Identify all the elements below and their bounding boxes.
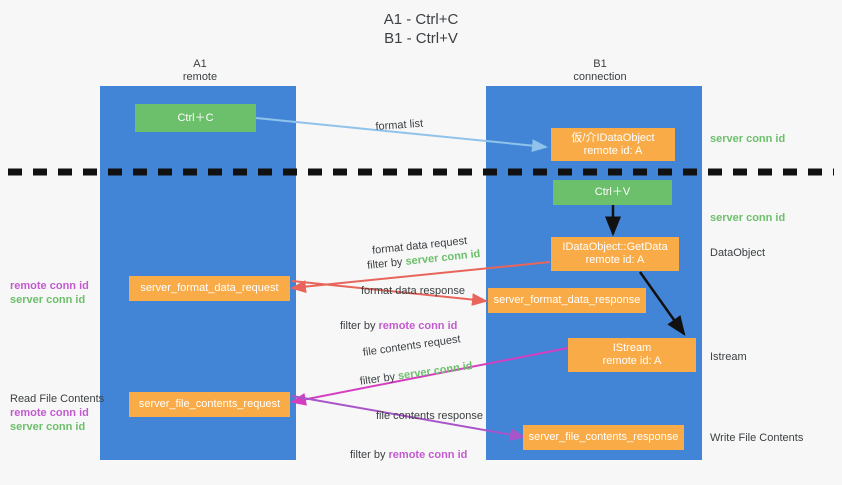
- box-server-file-contents-request[interactable]: server_file_contents_request: [129, 392, 290, 417]
- edge-label-format-list: format list: [375, 117, 424, 133]
- label-server-conn-id-second: server conn id: [710, 212, 786, 224]
- filter-value-remote-conn-id: remote conn id: [388, 449, 468, 461]
- label-server-conn-id: server conn id: [10, 294, 86, 306]
- filter-prefix: filter by: [340, 320, 379, 332]
- box-ctrl-c[interactable]: Ctrl＋C: [135, 104, 256, 132]
- edge-label-file-contents-response: file contents response: [376, 410, 484, 422]
- filter-prefix: filter by: [359, 370, 399, 388]
- box-istream[interactable]: IStream remote id: A: [568, 338, 696, 372]
- box-server-file-contents-response[interactable]: server_file_contents_response: [523, 425, 684, 450]
- label-server-conn-id-top: server conn id: [710, 133, 786, 145]
- lane-header-b1: B1 connection: [573, 58, 627, 83]
- filter-value-server-conn-id: server conn id: [404, 248, 481, 268]
- filter-prefix: filter by: [350, 449, 389, 461]
- label-istream: Istream: [710, 351, 747, 363]
- box-server-format-data-request[interactable]: server_format_data_request: [129, 276, 290, 301]
- label-read-file-contents-group: Read File Contents remote conn id server…: [10, 392, 104, 434]
- edge-label-file-contents-response-filter: filter by remote conn id: [350, 434, 467, 462]
- edge-label-format-data-response: format data response: [361, 285, 465, 297]
- edge-label-format-data-response-filter: filter by remote conn id: [340, 305, 457, 333]
- filter-value-server-conn-id: server conn id: [397, 360, 474, 383]
- lane-header-a1: A1 remote: [182, 58, 218, 83]
- box-server-format-data-response[interactable]: server_format_data_response: [488, 288, 646, 313]
- label-remote-conn-id: remote conn id: [10, 280, 89, 292]
- label-conn-ids-middle: remote conn id server conn id: [10, 279, 89, 307]
- label-dataobject: DataObject: [710, 247, 766, 259]
- box-idataobject-getdata[interactable]: IDataObject::GetData remote id: A: [551, 237, 679, 271]
- page-title: A1 - Ctrl+C B1 - Ctrl+V: [383, 11, 459, 47]
- label-write-file-contents: Write File Contents: [710, 432, 804, 444]
- label-server-conn-id: server conn id: [10, 421, 86, 433]
- label-remote-conn-id: remote conn id: [10, 407, 89, 419]
- label-read-file-contents: Read File Contents: [10, 393, 105, 405]
- filter-value-remote-conn-id: remote conn id: [378, 320, 458, 332]
- box-idataobject-remote[interactable]: 仮/介IDataObject remote id: A: [551, 128, 675, 161]
- filter-prefix: filter by: [366, 255, 407, 272]
- box-ctrl-v[interactable]: Ctrl＋V: [553, 180, 672, 205]
